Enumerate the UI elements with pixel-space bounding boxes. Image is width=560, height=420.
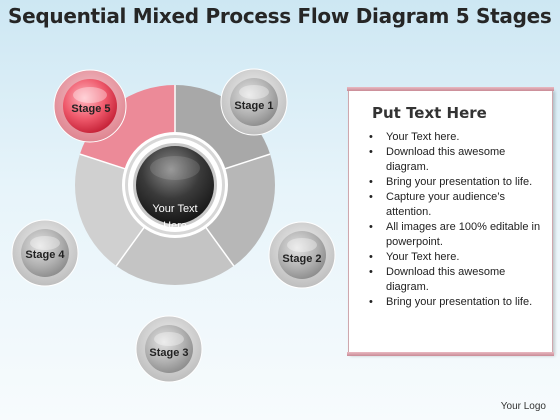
segment-stage-4 bbox=[75, 154, 147, 266]
stage-3-node[interactable]: Stage 3 bbox=[135, 315, 203, 383]
center-hub: Your Text Here bbox=[122, 132, 228, 238]
panel-heading: Put Text Here bbox=[372, 104, 487, 122]
center-text-line-2: Here bbox=[163, 220, 187, 232]
bullet-item: Download this awesome diagram. bbox=[369, 145, 545, 175]
segment-stage-5 bbox=[79, 85, 175, 170]
bullet-list: Your Text here. Download this awesome di… bbox=[369, 130, 545, 310]
wheel-segments bbox=[75, 85, 275, 286]
segment-stage-2 bbox=[203, 154, 275, 266]
bullet-item: All images are 100% editable in powerpoi… bbox=[369, 220, 545, 250]
bullet-item: Capture your audience’s attention. bbox=[369, 190, 545, 220]
stage-5-label: Stage 5 bbox=[71, 103, 110, 115]
stage-3-label: Stage 3 bbox=[149, 347, 188, 359]
bullet-item: Bring your presentation to life. bbox=[369, 175, 545, 190]
segment-stage-1 bbox=[175, 85, 271, 170]
stage-4-label: Stage 4 bbox=[25, 249, 65, 261]
stage-1-node[interactable]: Stage 1 bbox=[220, 68, 288, 136]
center-text-line-1: Your Text bbox=[152, 203, 197, 215]
bullet-item: Your Text here. bbox=[369, 250, 545, 265]
stage-2-node[interactable]: Stage 2 bbox=[268, 221, 336, 289]
bullet-item: Your Text here. bbox=[369, 130, 545, 145]
stage-5-node[interactable]: Stage 5 bbox=[53, 69, 127, 143]
bullet-item: Download this awesome diagram. bbox=[369, 265, 545, 295]
panel-bottom-rail bbox=[347, 352, 554, 356]
stage-2-label: Stage 2 bbox=[282, 253, 321, 265]
segment-dividers bbox=[79, 85, 271, 267]
bullet-item: Bring your presentation to life. bbox=[369, 295, 545, 310]
panel-top-rail bbox=[347, 87, 554, 91]
stage-4-node[interactable]: Stage 4 bbox=[11, 219, 79, 287]
logo-text: Your Logo bbox=[500, 401, 546, 412]
segment-stage-3 bbox=[116, 224, 234, 286]
text-panel: Put Text Here Your Text here. Download t… bbox=[347, 87, 554, 356]
page-title: Sequential Mixed Process Flow Diagram 5 … bbox=[8, 4, 552, 28]
stage-1-label: Stage 1 bbox=[234, 100, 273, 112]
